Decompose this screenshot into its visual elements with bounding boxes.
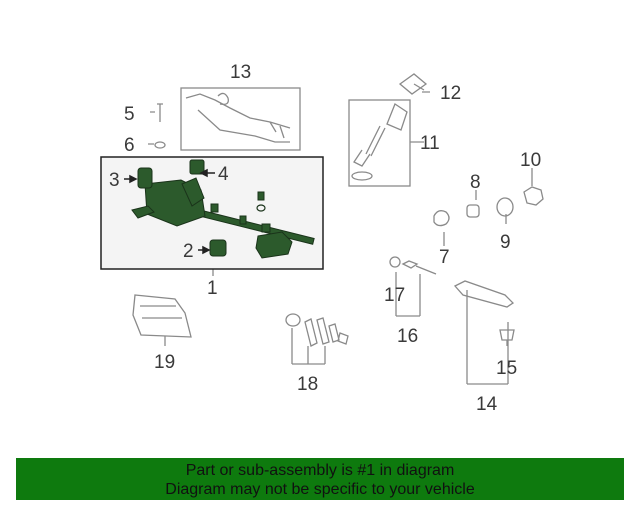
disclaimer-banner: Part or sub-assembly is #1 in diagram Di… (16, 458, 624, 500)
part-7-bushing (433, 210, 450, 227)
part-9-bushing (496, 197, 514, 217)
callout-6: 6 (124, 135, 135, 156)
leader-lines (148, 91, 533, 385)
callout-12: 12 (440, 83, 461, 104)
part-17-nut (389, 256, 401, 268)
callout-8: 8 (470, 172, 481, 193)
part-11-pinion (353, 103, 408, 167)
callout-2: 2 (183, 241, 194, 262)
callout-14: 14 (476, 394, 498, 415)
part-8-sleeve (466, 204, 480, 218)
callout-4: 4 (218, 164, 229, 185)
part-18-clamp (285, 313, 301, 327)
part-14-tie-rod-end (453, 280, 515, 308)
part-16-tie-rod (401, 260, 437, 275)
part-19-cover (132, 294, 192, 338)
part-18-bellows (304, 317, 349, 347)
callout-15: 15 (496, 358, 517, 379)
callout-11: 11 (420, 133, 440, 154)
part-10-nut (523, 186, 544, 206)
callout-18: 18 (297, 374, 318, 395)
part-13-pipe (185, 93, 291, 143)
callout-10: 10 (520, 150, 541, 171)
callout-1: 1 (207, 278, 218, 299)
callout-16: 16 (397, 326, 418, 347)
callout-19: 19 (154, 352, 175, 373)
banner-line-1: Part or sub-assembly is #1 in diagram (185, 462, 455, 479)
part-5-bolt (157, 103, 163, 122)
banner-line-2: Diagram may not be specific to your vehi… (165, 481, 475, 498)
callout-5: 5 (124, 104, 135, 125)
callout-13: 13 (230, 62, 251, 83)
callout-17: 17 (384, 285, 405, 306)
callout-7: 7 (439, 247, 450, 268)
callout-3: 3 (109, 170, 120, 191)
steering-rack (131, 159, 315, 259)
part-11-box (348, 99, 411, 187)
callout-9: 9 (500, 232, 511, 253)
part-13-box (180, 87, 301, 151)
part-6-washer (154, 141, 166, 149)
part-15-boot (499, 329, 515, 346)
part-12-plate (398, 73, 428, 95)
